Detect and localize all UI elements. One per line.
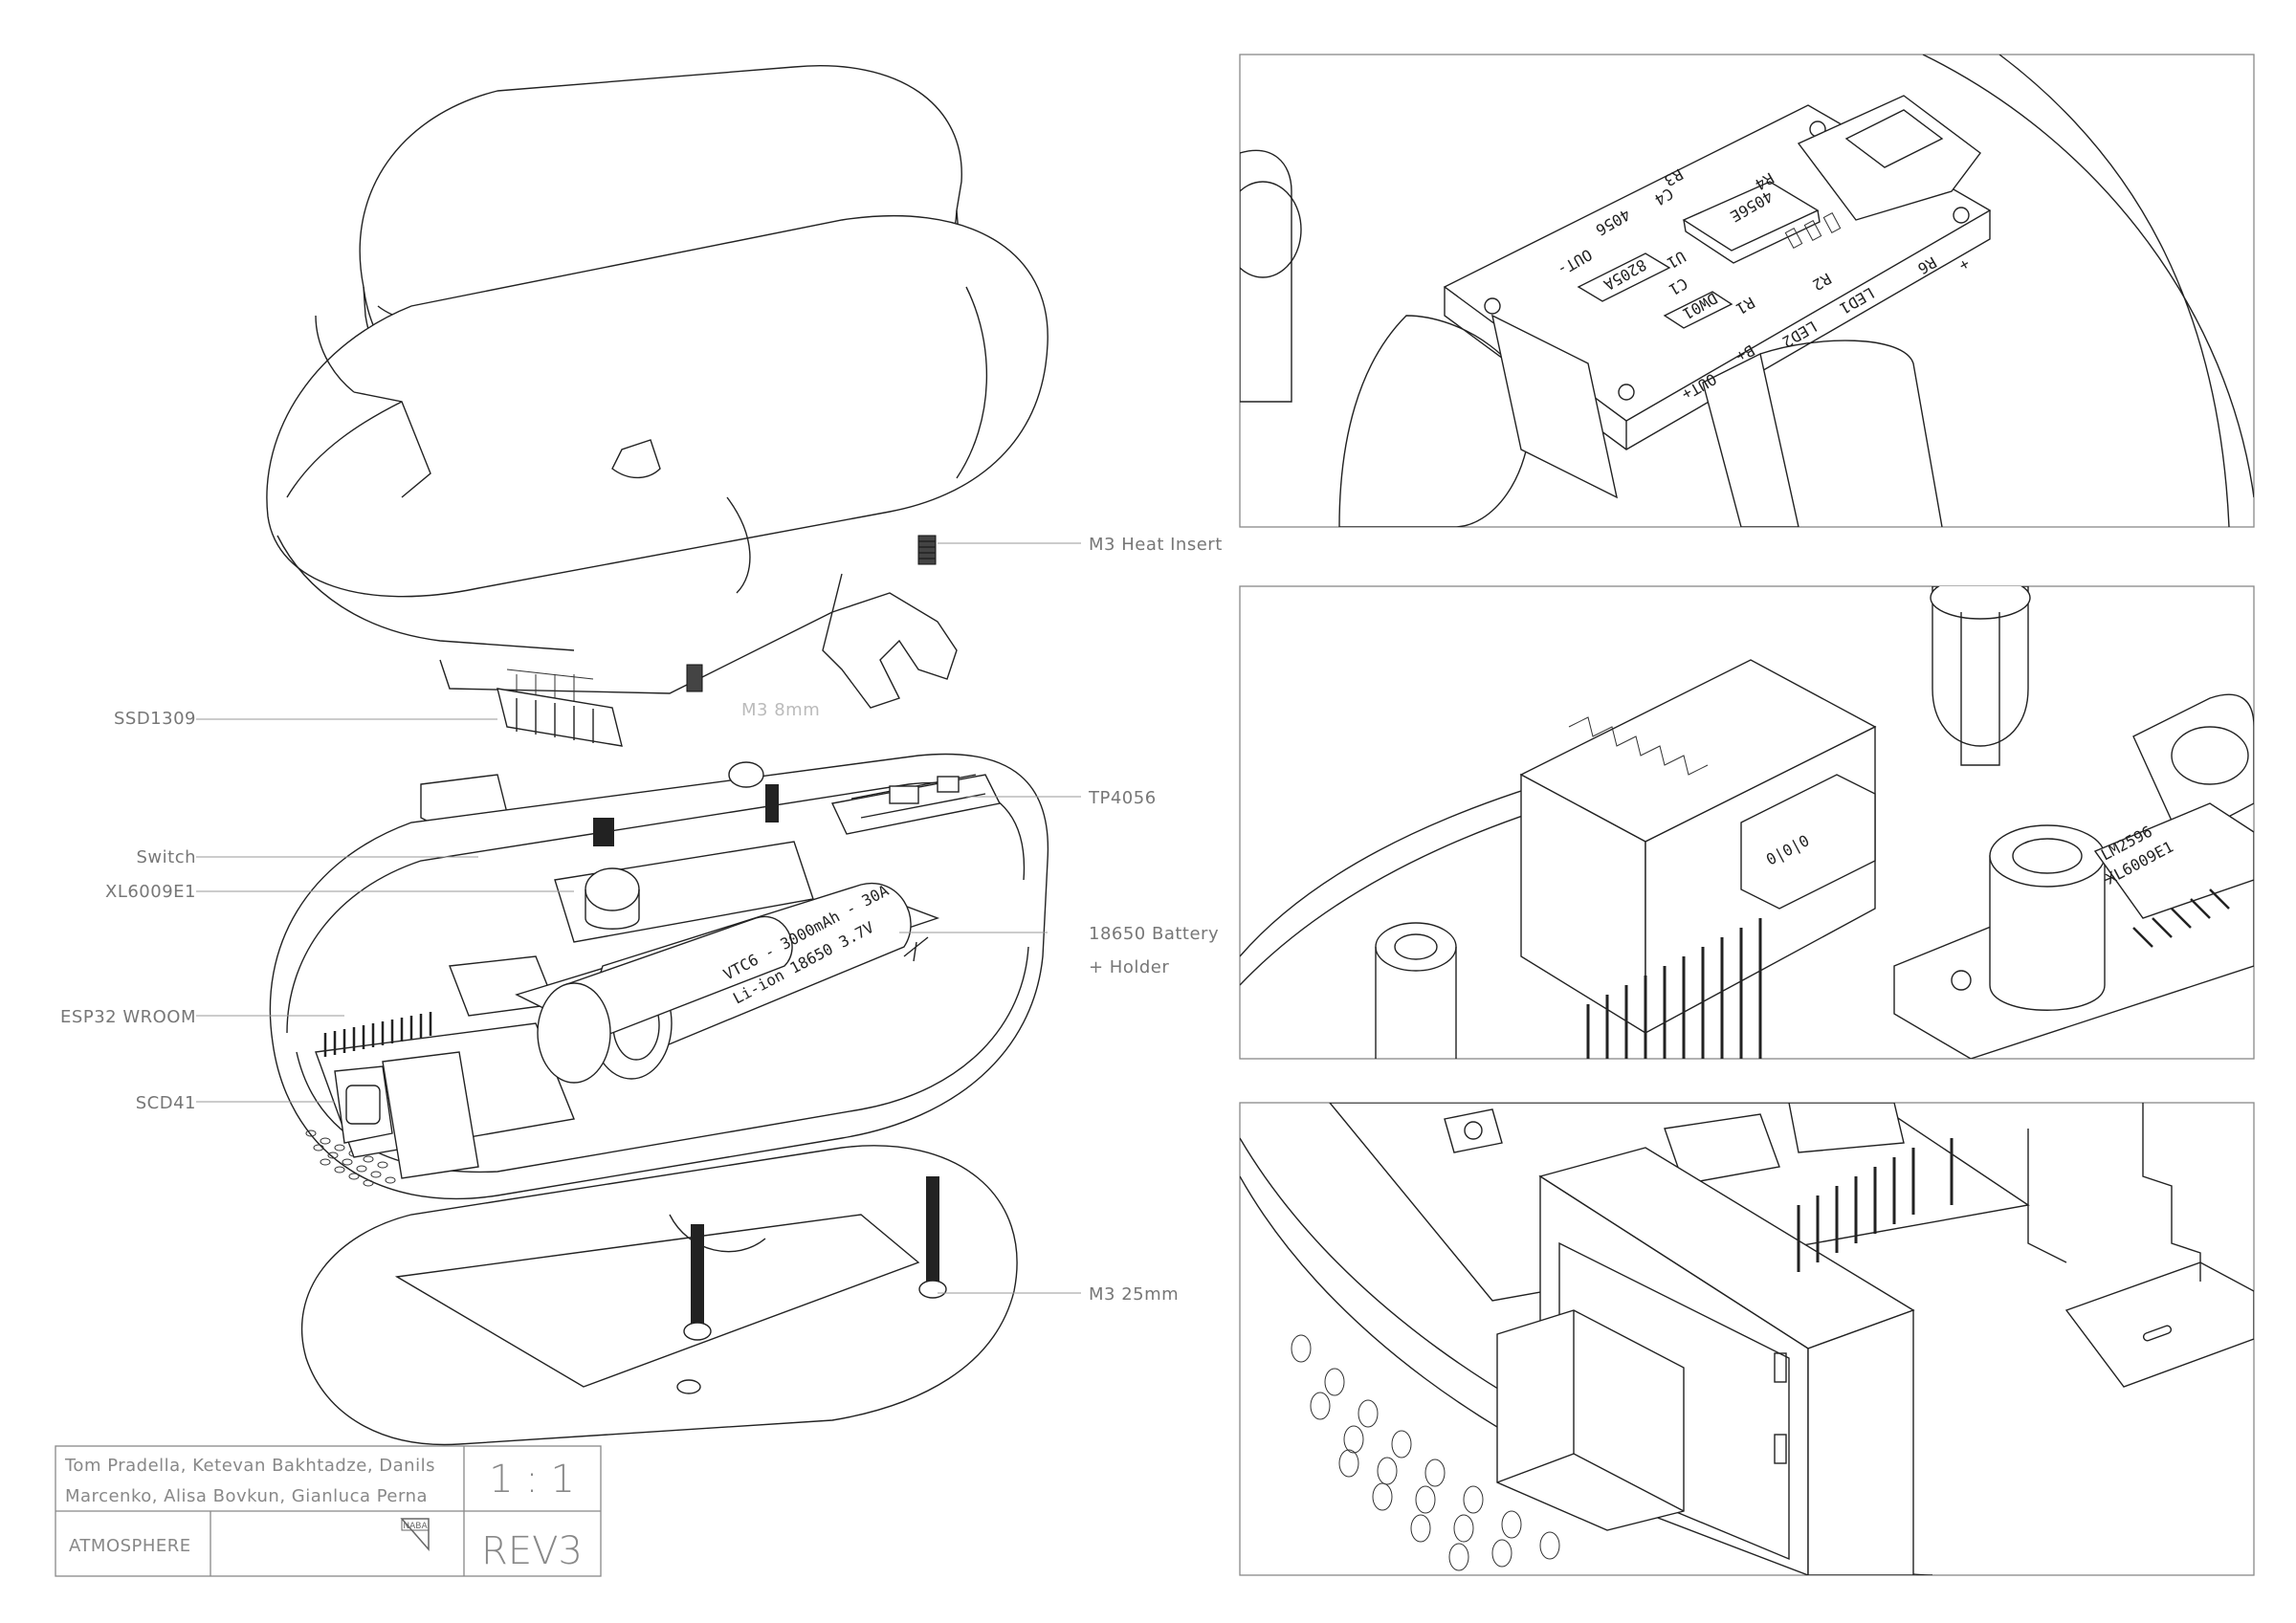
naba-logo-icon: NABA: [400, 1518, 430, 1551]
label-switch: Switch: [136, 847, 196, 867]
label-xl6009e1: XL6009E1: [105, 882, 196, 902]
title-authors-line2: Marcenko, Alisa Bovkun, Gianluca Perna: [65, 1486, 428, 1506]
tp4056-board: [830, 774, 1002, 835]
label-tp4056: TP4056: [1088, 788, 1157, 808]
svg-text:R6: R6: [1914, 253, 1939, 278]
title-project: ATMOSPHERE: [69, 1536, 191, 1556]
m3-8mm-screw: [728, 761, 779, 822]
detail-view-scd41: [1239, 1102, 2255, 1576]
exploded-assembly-view: VTC6 - 3000mAh - 30A Li-ion 18650 3.7V: [266, 65, 1049, 1446]
label-m3-25mm: M3 25mm: [1089, 1284, 1179, 1305]
vent-holes-detail: [1291, 1334, 1560, 1571]
heat-insert-parts: [686, 535, 937, 692]
detail-view-tp4056: 4056E DW01 8205A OUT- 4056 C4 R3 R4 U1 C…: [1239, 54, 2255, 528]
vent-holes: [305, 1130, 396, 1187]
label-heat-insert: M3 Heat Insert: [1089, 535, 1223, 555]
label-battery-holder: + Holder: [1089, 957, 1169, 977]
detail-view-xl6009: 0|0|0 LM2596 XL60: [1239, 585, 2255, 1060]
callout-labels: M3 Heat Insert SSD1309 M3 8mm TP4056 Swi…: [60, 535, 1223, 1305]
bottom-plate: [301, 1145, 1018, 1446]
xl6009-module: [554, 818, 814, 943]
title-block: Tom Pradella, Ketevan Bakhtadze, Danils …: [55, 1445, 602, 1577]
label-ssd1309: SSD1309: [114, 709, 196, 729]
upper-shell: [266, 214, 1049, 709]
label-battery: 18650 Battery: [1089, 924, 1219, 944]
label-scd41: SCD41: [136, 1093, 196, 1113]
title-scale: 1 : 1: [489, 1458, 575, 1502]
title-revision: REV3: [481, 1529, 583, 1573]
title-authors-line1: Tom Pradella, Ketevan Bakhtadze, Danils: [64, 1456, 435, 1476]
scd41-sensor: [334, 1051, 479, 1179]
svg-text:+: +: [1956, 255, 1974, 275]
display-module: [497, 688, 623, 747]
label-m3-8mm: M3 8mm: [741, 700, 820, 720]
logo-text: NABA: [403, 1522, 428, 1531]
label-esp32: ESP32 WROOM: [60, 1007, 196, 1027]
leader-lines: [196, 542, 1081, 1294]
